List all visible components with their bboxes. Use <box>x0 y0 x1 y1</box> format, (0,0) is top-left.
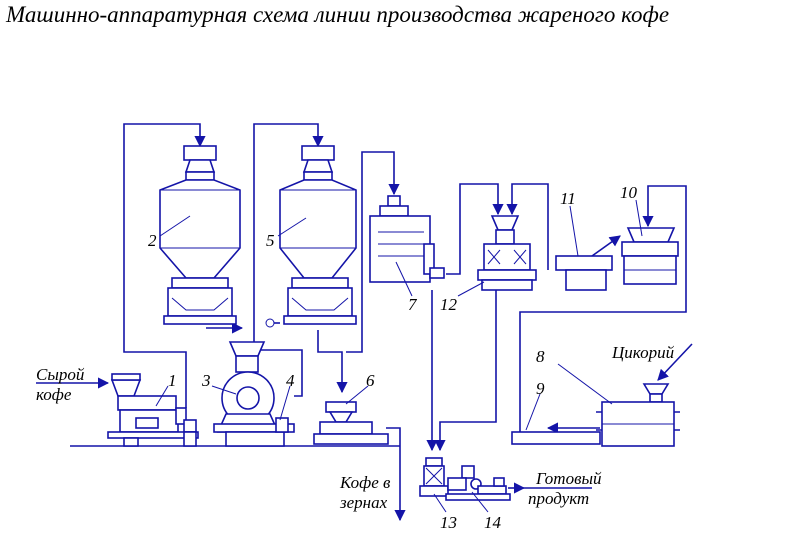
number-8: 8 <box>536 347 545 366</box>
bean-coffee-label-1: Кофе в <box>339 473 391 492</box>
number-2: 2 <box>148 231 157 250</box>
product-label-2: продукт <box>528 489 589 508</box>
equipment-3-roaster <box>213 341 295 447</box>
number-3: 3 <box>201 371 211 390</box>
number-13: 13 <box>440 513 457 532</box>
equipment-2-silo <box>159 145 241 325</box>
number-12: 12 <box>440 295 458 314</box>
equipment-13 <box>419 457 449 497</box>
conveyor-lines <box>36 123 693 522</box>
chicory-label: Цикорий <box>611 343 675 362</box>
number-10: 10 <box>620 183 638 202</box>
number-7: 7 <box>408 295 418 314</box>
equipment-1 <box>107 373 199 447</box>
equipment-8 <box>596 383 680 447</box>
number-1: 1 <box>168 371 177 390</box>
number-4: 4 <box>286 371 295 390</box>
raw-coffee-label-1: Сырой <box>36 365 85 384</box>
equipment-14 <box>445 465 511 501</box>
number-11: 11 <box>560 189 576 208</box>
equipment-6 <box>313 401 389 445</box>
bean-coffee-label-2: зернах <box>339 493 388 512</box>
equipment-7 <box>369 195 445 283</box>
diagram-title: Машинно-аппаратурная схема линии произво… <box>6 2 670 27</box>
number-6: 6 <box>366 371 375 390</box>
equipment-11 <box>555 255 613 291</box>
text-labels: Сырой кофе Цикорий Кофе в зернах Готовый… <box>36 343 675 512</box>
number-5: 5 <box>266 231 275 250</box>
number-14: 14 <box>484 513 502 532</box>
raw-coffee-label-2: кофе <box>36 385 72 404</box>
equipment-10 <box>621 227 679 285</box>
leader-lines <box>155 199 643 513</box>
equipment-12 <box>477 215 537 291</box>
equipment-5-silo <box>279 145 357 325</box>
equipment-9 <box>511 431 601 445</box>
equipment-numbers: 1 2 3 4 5 6 7 8 9 10 11 12 13 14 <box>148 183 638 532</box>
product-label-1: Готовый <box>535 469 602 488</box>
number-9: 9 <box>536 379 545 398</box>
